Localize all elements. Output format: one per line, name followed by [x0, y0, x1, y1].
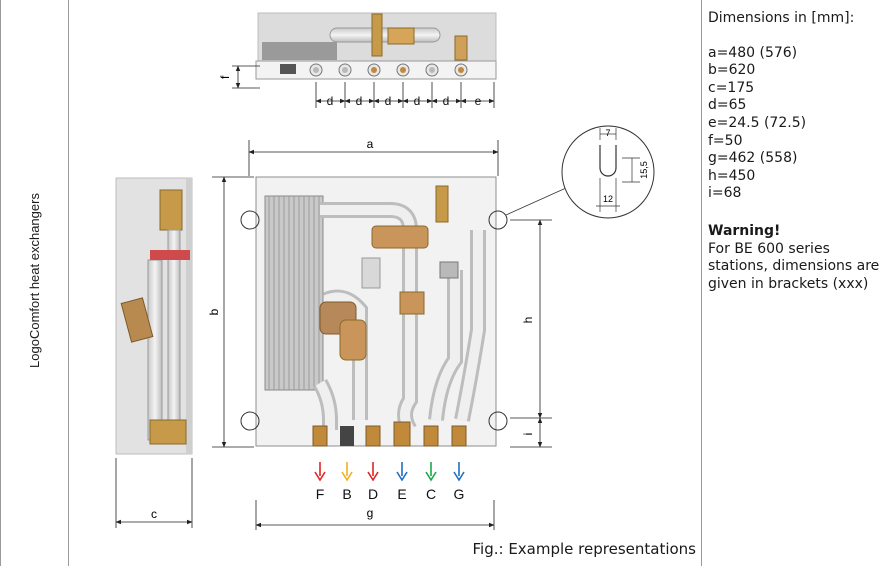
figure-caption: Fig.: Example representations [472, 540, 696, 558]
dimension-item: a=480 (576) [708, 44, 798, 61]
dim-label-d: d [414, 94, 421, 108]
connection-label-e: E [397, 486, 406, 502]
sidebar-divider [68, 0, 69, 566]
dim-label-c: c [151, 507, 157, 521]
connection-label-c: C [426, 486, 436, 502]
connection-label-f: F [316, 486, 325, 502]
connection-arrow-g [453, 462, 465, 482]
dim-i [510, 417, 552, 448]
detail-label-top: 7 [605, 128, 610, 138]
dimension-item: b=620 [708, 62, 756, 79]
dimension-item: h=450 [708, 167, 756, 184]
dim-label-g: g [367, 506, 374, 520]
connection-label-b: B [342, 486, 351, 502]
dim-label-h: h [521, 317, 535, 324]
connection-arrow-d [367, 462, 379, 482]
dim-label-i: i [521, 433, 535, 436]
dim-label-a: a [367, 137, 374, 151]
dim-b [212, 176, 254, 448]
dimension-item: f=50 [708, 132, 743, 149]
dimensions-title: Dimensions in [mm]: [708, 10, 855, 26]
connection-label-g: G [454, 486, 465, 502]
dimension-item: g=462 (558) [708, 150, 798, 167]
dim-label-d: d [327, 94, 334, 108]
connection-arrow-f [314, 462, 326, 482]
connection-arrow-b [341, 462, 353, 482]
dimension-item: c=175 [708, 79, 755, 96]
warning-title: Warning! [708, 222, 781, 239]
side-view: c [115, 177, 193, 528]
connection-arrow-c [425, 462, 437, 482]
connection-arrow-e [396, 462, 408, 482]
dim-label-f: f [218, 75, 232, 79]
dim-label-e: e [475, 94, 482, 108]
connection-label-d: D [368, 486, 378, 502]
dim-label-d: d [356, 94, 363, 108]
dimension-item: e=24.5 (72.5) [708, 114, 807, 131]
dimensions-panel: Dimensions in [mm]: a=480 (576) b=620 c=… [708, 10, 888, 293]
dim-g [255, 500, 495, 530]
dim-a [248, 140, 499, 176]
dim-label-b: b [207, 308, 221, 315]
top-view-fittings [309, 63, 468, 77]
warning-text: For BE 600 series stations, dimensions a… [708, 240, 880, 292]
top-view: f d d d d d e [218, 12, 497, 108]
dim-label-d: d [385, 94, 392, 108]
dimension-item: d=65 [708, 97, 747, 114]
front-view [240, 176, 567, 447]
left-border [0, 0, 1, 566]
dimension-item: i=68 [708, 185, 742, 202]
dim-label-d: d [443, 94, 450, 108]
detail-label-side: 15,5 [639, 161, 649, 179]
content-divider [701, 0, 702, 566]
dim-h [510, 219, 552, 419]
keyhole-detail [561, 125, 655, 219]
detail-label-bottom: 12 [603, 194, 613, 204]
